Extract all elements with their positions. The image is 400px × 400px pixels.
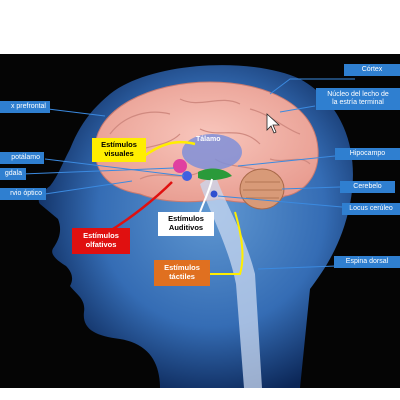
amygdala — [173, 159, 187, 173]
label-nervio-optico: rvio óptico — [0, 188, 46, 200]
hypothalamus — [182, 171, 192, 181]
locus-ceruleus — [210, 190, 218, 198]
mouse-cursor-icon — [266, 113, 281, 134]
connector-lines — [21, 78, 355, 270]
label-cortex: Córtex — [344, 64, 400, 76]
stimulus-tactiles: Estímulos táctiles — [154, 260, 210, 286]
cerebellum — [239, 168, 285, 210]
spinal-cord — [200, 174, 262, 388]
label-cerebelo: Cerebelo — [340, 181, 395, 193]
auditory-pathway — [199, 178, 213, 213]
label-amigdala: gdala — [0, 168, 26, 180]
label-locus-ceruleo: Locus cerúleo — [342, 203, 400, 215]
stimulus-visuales: Estímulos visuales — [92, 138, 146, 162]
brain-diagram: Córtex Núcleo del lecho de la estría ter… — [0, 54, 400, 388]
label-hipocampo: Hipocampo — [335, 148, 400, 160]
stimulus-auditivos: Estímulos Auditivos — [158, 212, 214, 236]
label-hipotalamo: potálamo — [0, 152, 44, 164]
label-nucleo-lecho-estria-terminal: Núcleo del lecho de la estría terminal — [316, 88, 400, 110]
label-talamo: Tálamo — [196, 136, 221, 143]
stimulus-olfativos: Estímulos olfativos — [72, 228, 130, 254]
label-cortex-prefrontal: x prefrontal — [0, 101, 50, 113]
thalamus — [182, 134, 242, 170]
tactile-pathway — [210, 211, 244, 275]
label-espina-dorsal: Espina dorsal — [334, 256, 400, 268]
hippocampus — [198, 168, 232, 181]
